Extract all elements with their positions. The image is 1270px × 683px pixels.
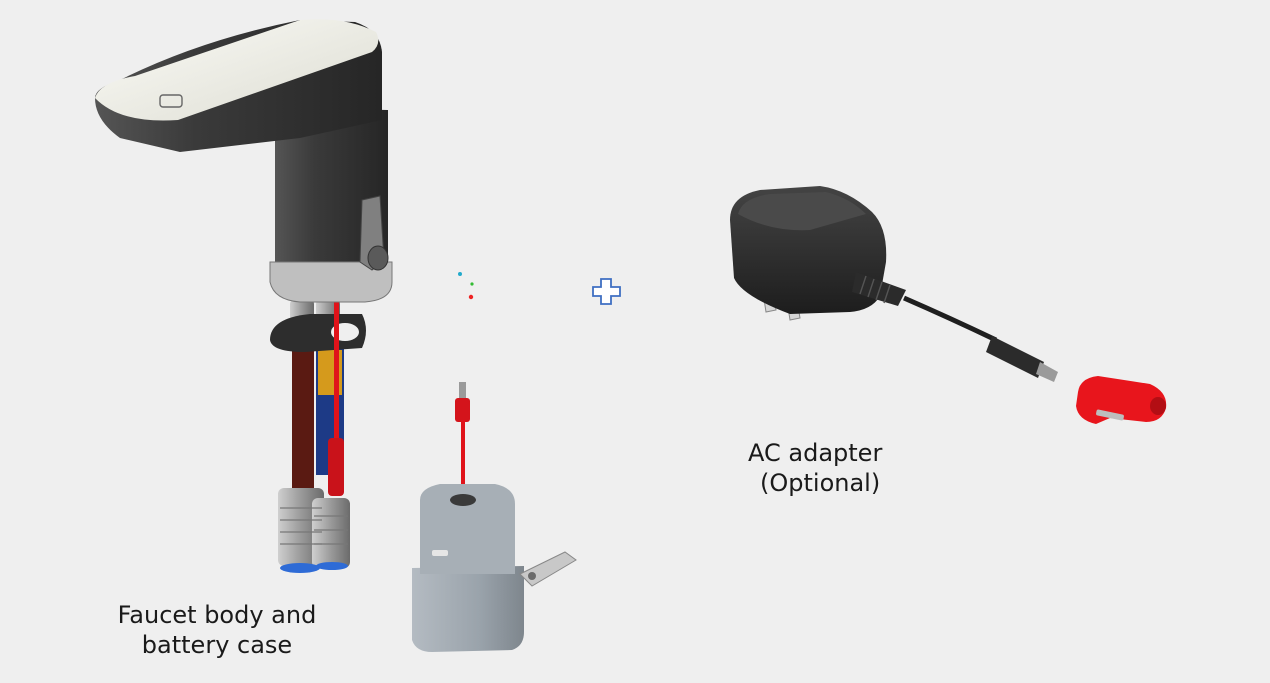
- battery-pin: [459, 382, 466, 400]
- red-connector: [1076, 376, 1167, 424]
- sensor-wire: [334, 300, 339, 440]
- faucet-caption: Faucet body and battery case: [112, 600, 322, 660]
- red-connector-pin: [1096, 409, 1124, 421]
- strain-relief-ridges: [859, 275, 891, 304]
- axis-marker: [458, 272, 474, 300]
- battery-case-latch: [432, 550, 448, 556]
- faucet-caption-line1: Faucet body and: [117, 601, 317, 629]
- battery-case: [412, 382, 577, 652]
- adapter-caption-line2: (Optional): [760, 469, 881, 497]
- plus-icon: [592, 278, 621, 305]
- red-connector-socket: [1150, 397, 1166, 415]
- battery-connector: [455, 398, 470, 422]
- brand-logo-icon: [159, 94, 183, 108]
- nut-threads: [280, 507, 348, 545]
- battery-case-port: [450, 494, 476, 506]
- battery-wire: [461, 420, 465, 500]
- adapter-caption-line1: AC adapter: [748, 439, 883, 467]
- bracket-screw: [528, 572, 536, 580]
- hot-hose: [292, 340, 314, 490]
- hose-end-right: [316, 562, 348, 570]
- sensor-wire-connector: [328, 438, 344, 496]
- ac-adapter: [730, 186, 1058, 382]
- battery-case-lower: [412, 566, 524, 652]
- dc-plug-tip: [1036, 362, 1058, 382]
- adapter-cable: [903, 295, 998, 343]
- mounting-bracket: [519, 551, 577, 587]
- adapter-top-face: [738, 192, 866, 231]
- dc-plug-body: [986, 336, 1044, 378]
- adapter-caption: AC adapter (Optional): [748, 438, 908, 498]
- hose-end-left: [280, 563, 320, 573]
- faucet-column: [275, 108, 388, 284]
- lever-knob: [367, 245, 389, 271]
- faucet-caption-line2: battery case: [141, 631, 293, 659]
- faucet-body: [95, 19, 393, 573]
- faucet-base-ring: [269, 261, 393, 303]
